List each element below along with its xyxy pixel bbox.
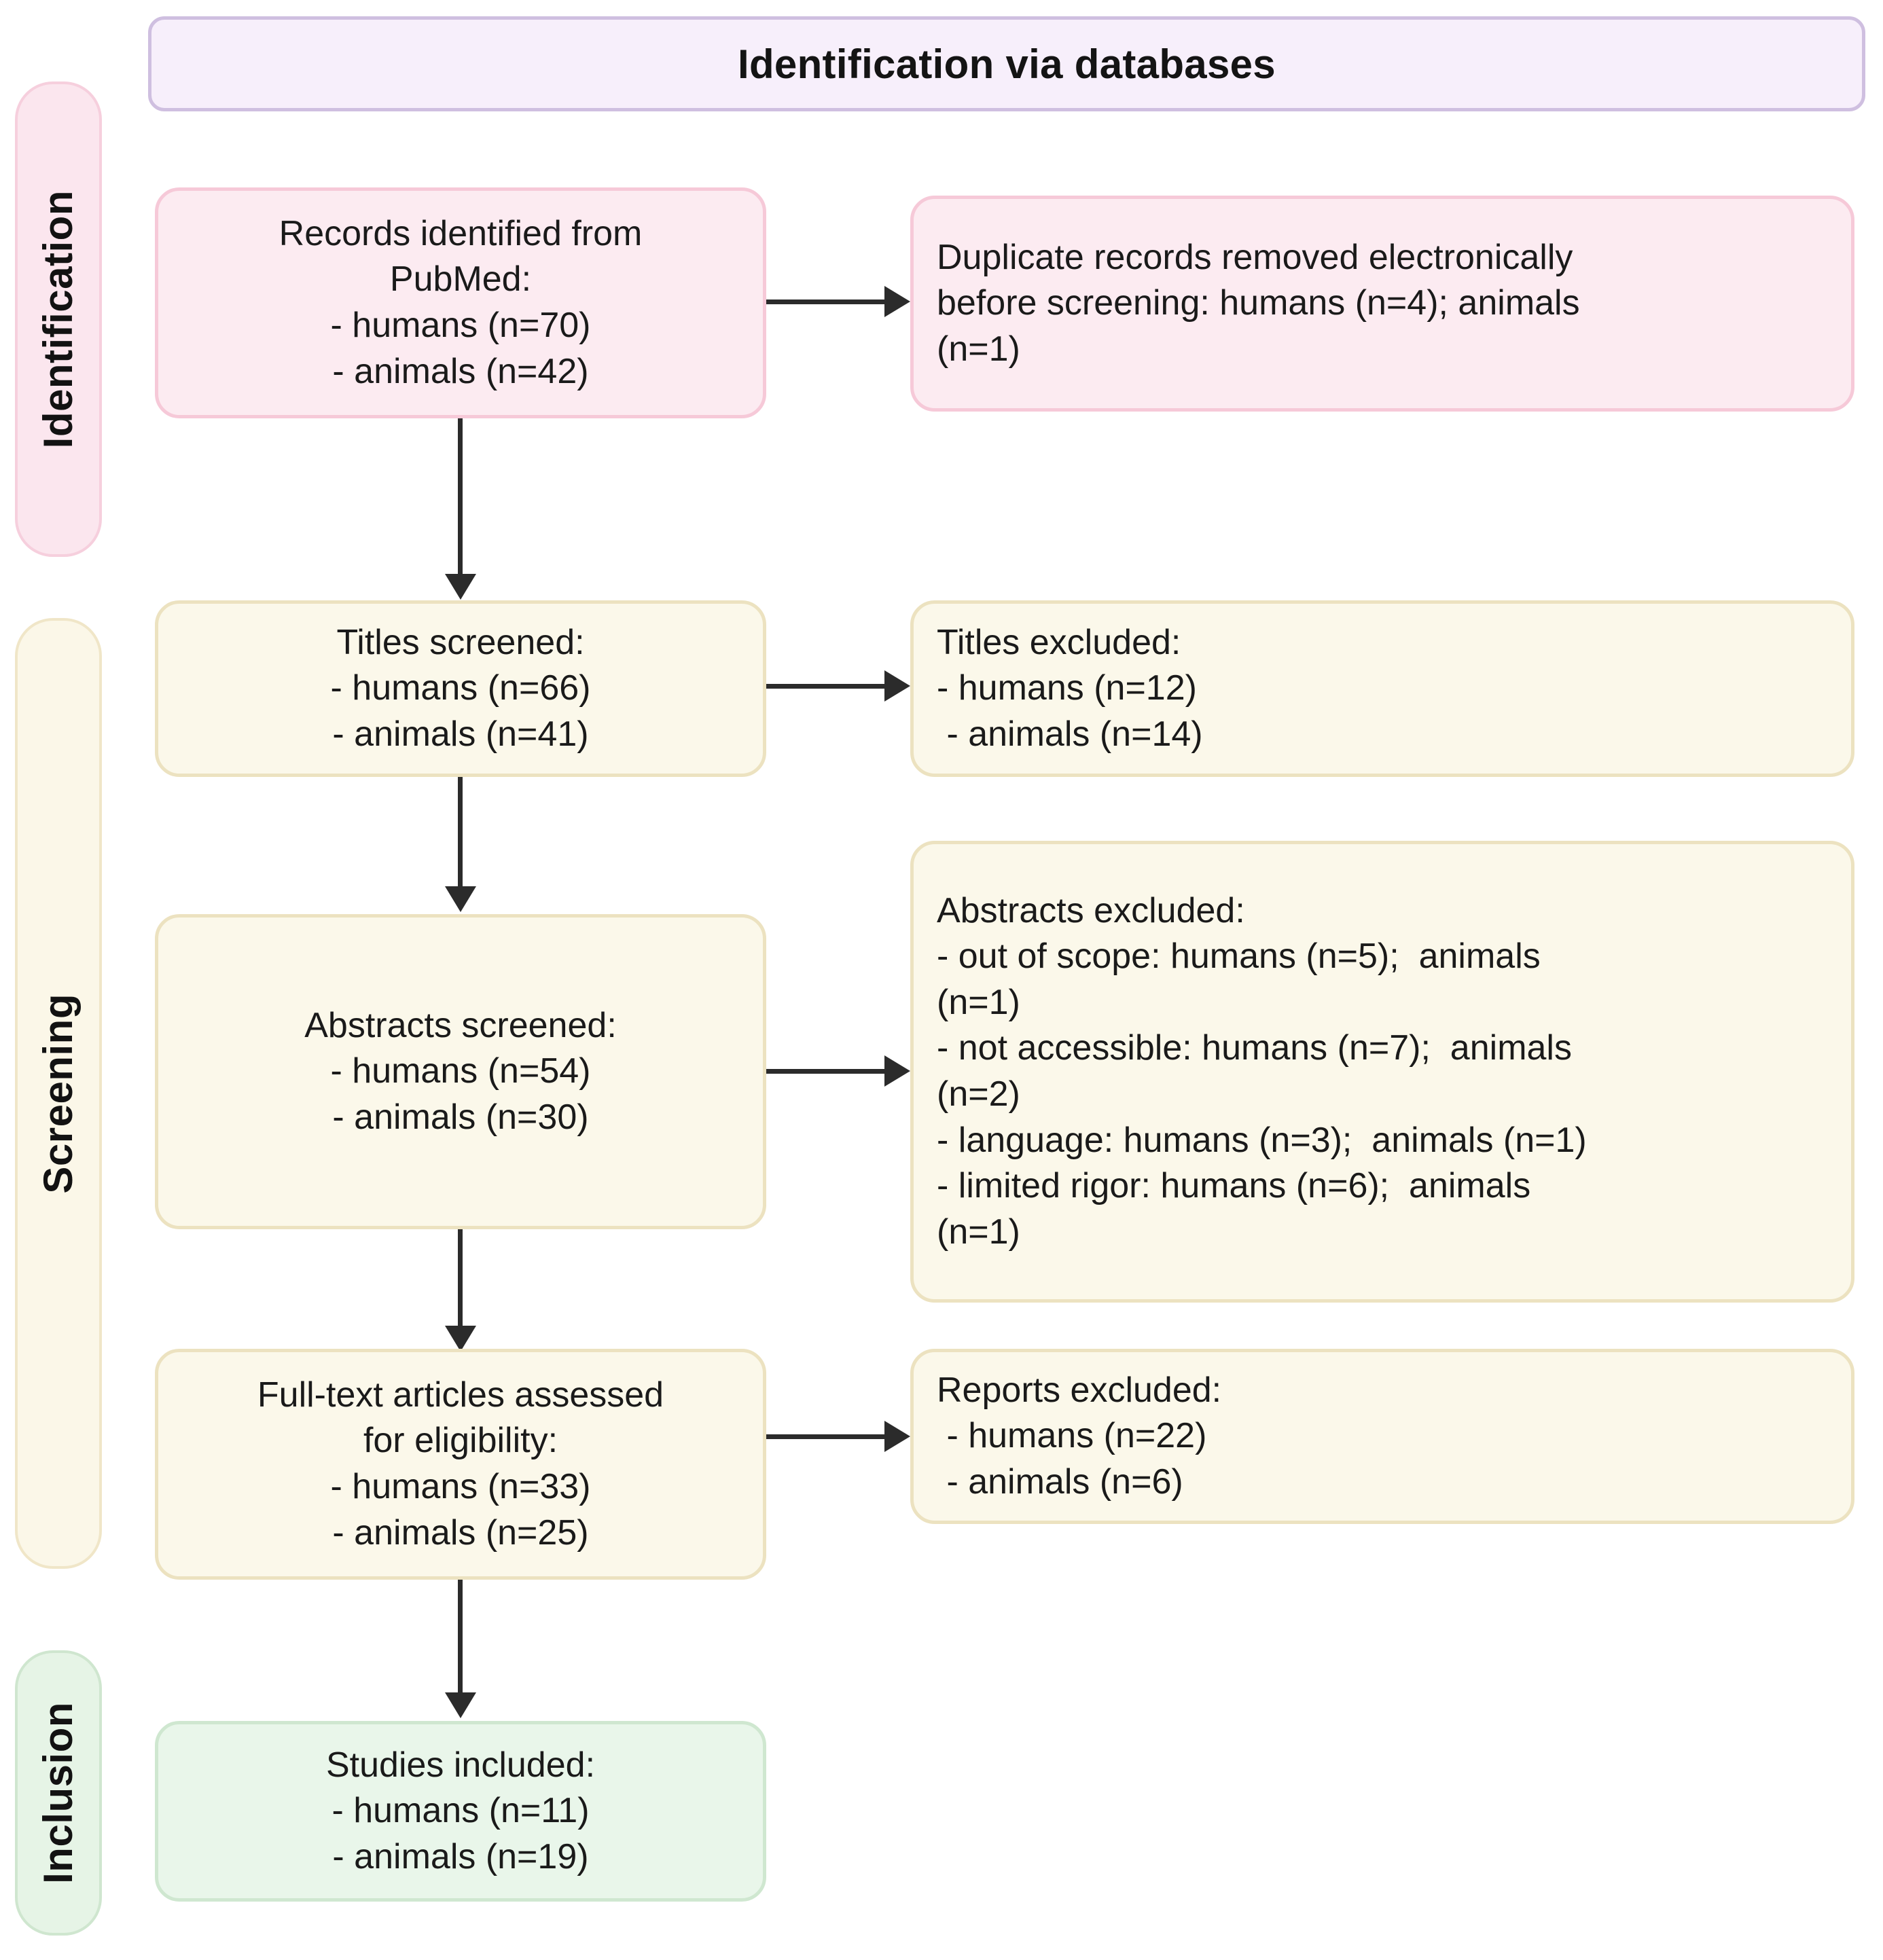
- stage-label-identification-text: Identification: [35, 189, 81, 449]
- arrow-titles-to-abstracts: [445, 886, 476, 912]
- node-abstracts-screened: Abstracts screened: - humans (n=54) - an…: [155, 914, 766, 1229]
- node-titles-excluded: Titles excluded: - humans (n=12) - anima…: [910, 600, 1854, 777]
- node-titles-screened: Titles screened: - humans (n=66) - anima…: [155, 600, 766, 777]
- connector-records-to-duplicates: [766, 300, 886, 304]
- node-line: - humans (n=22): [937, 1416, 1207, 1456]
- node-line: for eligibility:: [363, 1421, 558, 1461]
- node-line: (n=1): [937, 329, 1020, 369]
- node-line: - animals (n=25): [332, 1512, 589, 1553]
- node-line: Records identified from: [279, 213, 643, 253]
- arrow-fulltext-to-included: [445, 1692, 476, 1718]
- connector-fulltext-to-reports: [766, 1434, 886, 1439]
- arrow-abstracts-to-fulltext: [445, 1326, 476, 1351]
- node-line: Reports excluded:: [937, 1370, 1222, 1410]
- node-line: before screening: humans (n=4); animals: [937, 283, 1580, 323]
- node-line: - animals (n=19): [332, 1836, 589, 1876]
- node-duplicates-removed: Duplicate records removed electronically…: [910, 196, 1854, 412]
- node-line: - humans (n=33): [330, 1467, 591, 1506]
- node-studies-included: Studies included: - humans (n=11) - anim…: [155, 1721, 766, 1902]
- connector-abstracts-to-excluded: [766, 1069, 886, 1074]
- stage-label-inclusion: Inclusion: [15, 1650, 102, 1936]
- node-reports-excluded: Reports excluded: - humans (n=22) - anim…: [910, 1349, 1854, 1524]
- connector-fulltext-to-included: [458, 1580, 463, 1696]
- stage-label-inclusion-text: Inclusion: [35, 1702, 81, 1884]
- connector-abstracts-to-fulltext: [458, 1229, 463, 1330]
- node-line: - humans (n=70): [330, 306, 591, 345]
- node-line: - animals (n=42): [332, 351, 589, 391]
- node-line: Full-text articles assessed: [257, 1375, 664, 1415]
- node-line: - not accessible: humans (n=7); animals: [937, 1028, 1572, 1068]
- node-line: - humans (n=54): [330, 1051, 591, 1091]
- node-line: - limited rigor: humans (n=6); animals: [937, 1166, 1531, 1206]
- node-line: - out of scope: humans (n=5); animals: [937, 937, 1541, 977]
- node-line: Abstracts screened:: [304, 1005, 617, 1045]
- node-line: - animals (n=41): [332, 714, 589, 754]
- node-fulltext-assessed: Full-text articles assessed for eligibil…: [155, 1349, 766, 1580]
- node-line: Titles screened:: [336, 622, 585, 662]
- connector-titles-to-excluded: [766, 684, 886, 689]
- node-line: - humans (n=11): [331, 1791, 590, 1831]
- node-line: Abstracts excluded:: [937, 890, 1245, 930]
- node-abstracts-excluded: Abstracts excluded: - out of scope: huma…: [910, 841, 1854, 1303]
- node-line: - animals (n=14): [937, 714, 1203, 754]
- node-line: - animals (n=6): [937, 1462, 1183, 1502]
- node-line: Duplicate records removed electronically: [937, 237, 1573, 277]
- node-line: Studies included:: [325, 1745, 596, 1785]
- node-line: - language: humans (n=3); animals (n=1): [937, 1120, 1587, 1160]
- arrow-abstracts-to-excluded: [884, 1055, 910, 1087]
- stage-label-identification: Identification: [15, 81, 102, 557]
- node-line: (n=2): [937, 1074, 1020, 1114]
- arrow-titles-to-excluded: [884, 670, 910, 702]
- arrow-fulltext-to-reports: [884, 1421, 910, 1452]
- node-line: - animals (n=30): [332, 1097, 589, 1137]
- arrow-records-to-duplicates: [884, 286, 910, 317]
- connector-titles-to-abstracts: [458, 777, 463, 891]
- arrow-records-to-titles: [445, 574, 476, 600]
- page-title: Identification via databases: [738, 41, 1276, 87]
- node-line: - humans (n=12): [937, 668, 1197, 708]
- node-line: Titles excluded:: [937, 622, 1181, 662]
- header-band: Identification via databases: [148, 16, 1865, 111]
- node-line: PubMed:: [389, 259, 532, 300]
- node-line: (n=1): [937, 1212, 1020, 1252]
- node-line: - humans (n=66): [330, 668, 591, 708]
- node-records-identified: Records identified from PubMed: - humans…: [155, 187, 766, 418]
- node-line: (n=1): [937, 982, 1020, 1022]
- connector-records-to-titles: [458, 418, 463, 579]
- stage-label-screening: Screening: [15, 618, 102, 1569]
- stage-label-screening-text: Screening: [35, 993, 81, 1194]
